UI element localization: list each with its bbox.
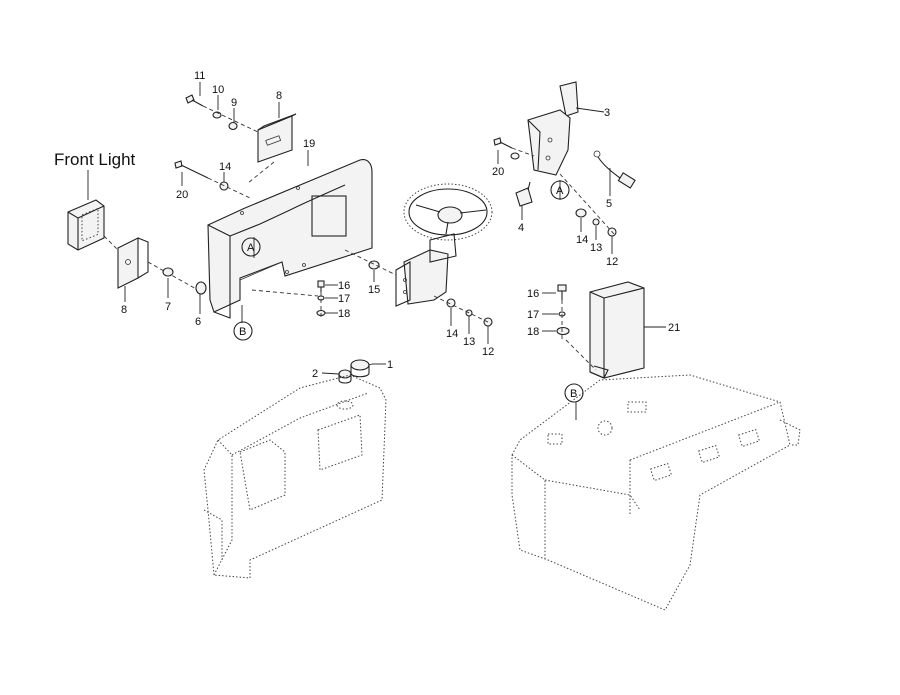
callout-19: 19 — [303, 138, 315, 150]
nut-6 — [195, 281, 207, 295]
callout-1: 1 — [387, 359, 393, 371]
cover-21 — [589, 281, 645, 379]
callout-21: 21 — [668, 322, 680, 334]
steering-column — [395, 233, 457, 307]
washer-13-right — [592, 218, 600, 226]
bracket-upper — [257, 113, 297, 163]
washer-18-right — [556, 326, 570, 336]
callout-12-lower: 12 — [482, 346, 494, 358]
callout-4: 4 — [518, 222, 524, 234]
lever-bracket-3 — [527, 81, 579, 176]
callout-10: 10 — [212, 84, 224, 96]
callout-14-right: 14 — [576, 234, 588, 246]
callout-20-right: 20 — [492, 166, 504, 178]
panel-19 — [207, 159, 373, 319]
marker-a-left — [241, 237, 261, 257]
callout-16-right: 16 — [527, 288, 539, 300]
callout-17-left: 17 — [338, 293, 350, 305]
bolt-20-right — [493, 137, 513, 149]
washer-14-right — [575, 208, 587, 218]
marker-b-left — [233, 321, 253, 341]
cap-1 — [350, 359, 370, 378]
callout-6: 6 — [195, 316, 201, 328]
front-hood — [203, 374, 387, 579]
marker-b-right-text: B — [570, 388, 577, 400]
callout-12-right: 12 — [606, 256, 618, 268]
washer-7 — [162, 267, 174, 277]
callout-3: 3 — [604, 107, 610, 119]
callout-17-right: 17 — [527, 309, 539, 321]
callout-11: 11 — [194, 70, 205, 82]
callout-18-left: 18 — [338, 308, 350, 320]
callout-7: 7 — [165, 301, 171, 313]
callout-5: 5 — [606, 198, 612, 210]
callout-14-lower: 14 — [446, 328, 458, 340]
callout-13-right: 13 — [590, 242, 602, 254]
marker-a-right — [550, 180, 570, 200]
callout-8-left: 8 — [121, 304, 127, 316]
callout-16-left: 16 — [338, 280, 350, 292]
marker-b-right — [564, 383, 584, 403]
callout-18-right: 18 — [527, 326, 539, 338]
screw-16-left — [317, 280, 325, 292]
front-light-lamp — [67, 199, 105, 251]
marker-b-left-text: B — [239, 326, 246, 338]
connector-5 — [593, 150, 636, 189]
bolt-11 — [185, 94, 204, 107]
washer-right — [510, 152, 520, 160]
steering-wheel — [403, 183, 493, 241]
cap-2 — [338, 369, 352, 384]
callout-8-upper: 8 — [276, 90, 282, 102]
screw-16-right — [557, 284, 567, 300]
callout-2: 2 — [312, 368, 318, 380]
callout-20-left: 20 — [176, 189, 188, 201]
marker-a-right-text: A — [556, 185, 564, 197]
bolt-20-left — [174, 160, 209, 179]
callout-15: 15 — [368, 284, 380, 296]
callout-13-lower: 13 — [463, 336, 475, 348]
bracket-left — [117, 237, 149, 289]
callout-9: 9 — [231, 97, 237, 109]
marker-a-left-text: A — [247, 242, 255, 254]
front-light-title: Front Light — [54, 150, 136, 169]
rear-frame — [511, 374, 801, 611]
callout-14-left: 14 — [219, 161, 231, 173]
sensor-4 — [515, 181, 533, 207]
nut-9 — [228, 121, 238, 131]
